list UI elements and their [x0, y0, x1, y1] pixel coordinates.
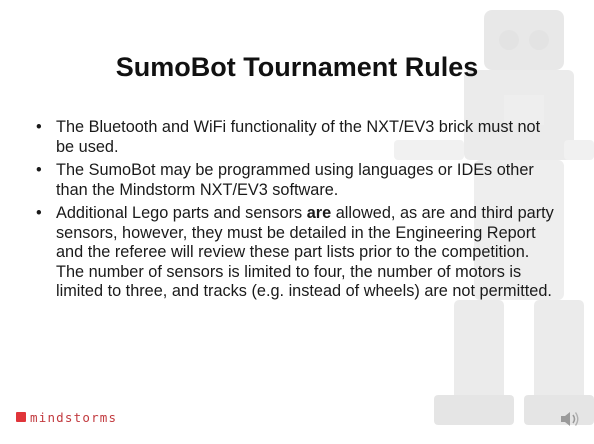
- list-item: • The Bluetooth and WiFi functionality o…: [36, 118, 556, 157]
- list-item: • Additional Lego parts and sensors are …: [36, 204, 556, 302]
- slide-title: SumoBot Tournament Rules: [115, 52, 479, 82]
- rules-list: • The Bluetooth and WiFi functionality o…: [36, 118, 556, 306]
- logo-text: mindstorms: [30, 409, 118, 425]
- lego-mindstorms-logo: mindstorms: [16, 409, 118, 425]
- bullet-text: The Bluetooth and WiFi functionality of …: [56, 118, 541, 156]
- bullet-text: The SumoBot may be programmed using lang…: [56, 161, 534, 199]
- bullet-text-post: allowed, as are and third party sensors,…: [56, 204, 554, 300]
- bullet-text-bold: are: [306, 204, 332, 222]
- bullet-dot: •: [36, 204, 42, 222]
- bullet-dot: •: [36, 161, 42, 179]
- robot-watermark: [394, 10, 594, 425]
- list-item: • The SumoBot may be programmed using la…: [36, 161, 556, 200]
- speaker-icon[interactable]: [558, 408, 580, 430]
- bullet-text-pre: Additional Lego parts and sensors: [56, 204, 307, 222]
- bullet-dot: •: [36, 118, 42, 136]
- logo-mark-icon: [16, 412, 26, 422]
